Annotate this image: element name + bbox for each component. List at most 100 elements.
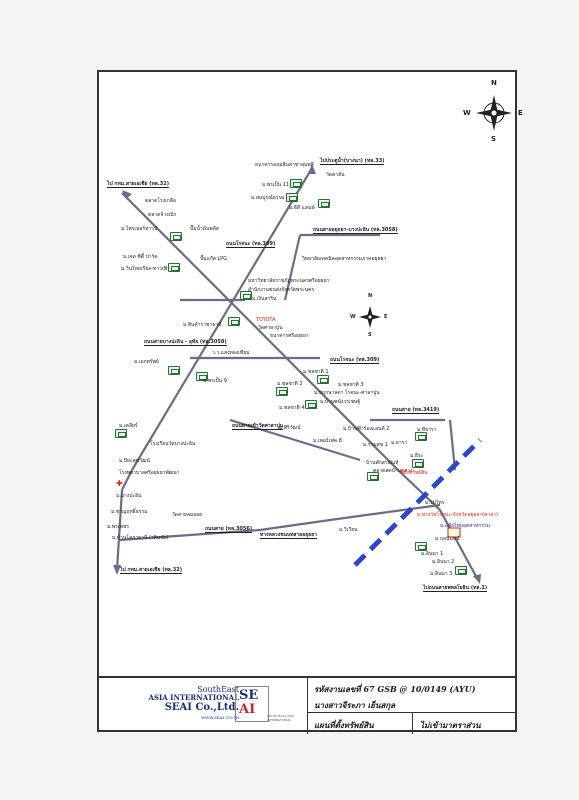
place-label: ม.รวมสุข 1 [363, 442, 388, 448]
place-label: ม.ทีธารา [417, 427, 437, 433]
place-label: ม.ร่มไทร [425, 500, 445, 506]
place-label: ม.บ้านพนังวรเชษฐ์ [320, 399, 361, 405]
place-label: ปั๊มน้ำมันพลัส [190, 226, 219, 232]
place-label: ม.ศิริวัฒน์ [279, 425, 301, 431]
arrow-northwest [122, 190, 132, 199]
place-marker [276, 387, 288, 396]
seai-logo: SE AI [235, 686, 269, 722]
place-label: ม.กุลนันทน์ [435, 536, 460, 542]
place-marker [305, 400, 317, 409]
road-secondary-a [283, 234, 302, 301]
place-marker [115, 429, 127, 438]
place-label: บ้านพักสายัณห์ [366, 460, 399, 466]
road-rojana-309-north [131, 167, 313, 471]
place-label: สำนักงานขนส่งจังหวัดพระนคร [248, 287, 315, 293]
road-west-branch [115, 469, 133, 571]
place-label: ม.พรเป็น 9 [203, 378, 227, 384]
road-village-c [448, 419, 457, 471]
place-label: วัดตาลัน [326, 172, 345, 178]
compass-w: W [463, 109, 471, 117]
compass-s: S [491, 135, 497, 143]
place-label: ม.ชลชาติ 1 [303, 369, 329, 375]
compass-small-w: W [350, 314, 356, 320]
place-marker [412, 459, 424, 468]
road-label-8: ถนนสายเข้าวัดศาลาปูน [232, 423, 284, 430]
place-label: ธนาคารศรีอยุธยา [270, 333, 309, 339]
place-label: ม.ลินนา 1 [421, 551, 444, 557]
place-label: ม.เจด ซิตี้ ปาร์ค [123, 254, 158, 260]
place-label: ปั๊มแก๊ส LPG [200, 256, 228, 262]
place-marker [240, 291, 252, 300]
arrow-southeast [473, 574, 481, 584]
logo-text-top: SE [239, 688, 259, 703]
road-network [115, 167, 479, 581]
logo-text-bottom: AI [239, 702, 256, 717]
place-label: ม.อุทัยไทยอุตสาหกรรม [440, 523, 490, 529]
road-label-12: ไปถนนสายพหลโยธิน (ทล.1) [423, 585, 488, 592]
place-marker [455, 566, 467, 575]
place-label: วิทยาลัยเทคนิคอุตสาหกรรมภาคอยุธยา [302, 256, 387, 262]
road-label-7: ถนนสาย (ทล.3419) [392, 407, 440, 414]
place-label: ม.ชาญฤทธิ์ธรรม [111, 509, 148, 515]
road-label-1: ไปประตูน้ำ(บางนา) (ทล.33) [320, 158, 385, 165]
place-label: ม.ธารา [391, 440, 408, 446]
place-label: ม.ลินนา 3 [430, 571, 453, 577]
place-label: ม.สมบูรณ์ธรรม [251, 195, 285, 201]
road-label-10: ทางหลวงชนบทสายอยุธยา [260, 532, 317, 539]
title-info: รหัสงานเลขที่ 67 GSB @ 10/0149 (AYU) นาง… [308, 678, 517, 734]
arrow-north [308, 164, 316, 174]
place-marker [318, 199, 330, 208]
road-label-11: ไป กทม.สายเอเชีย (ทล.32) [120, 567, 183, 574]
road-asia-highway [121, 192, 399, 471]
place-label: ม.ลินนา 2 [432, 559, 455, 565]
railway-line [353, 438, 482, 567]
compass-small-n: N [368, 293, 373, 299]
road-label-2: ไป กทม.สายเอเชีย (ทล.32) [107, 181, 170, 188]
place-label: ม.ชลชาติ 3 [338, 382, 364, 388]
place-label: ม.ชลชาติ 4 [279, 405, 305, 411]
road-label-9: ถนนสาย (ทล.3056) [205, 526, 253, 533]
place-label: โรงเรียนวัดบางปะอิน [150, 441, 196, 447]
place-label: วัดสายลมจอย [172, 512, 203, 518]
place-label: ม.ไพรเมอร์ทาวน์ [121, 226, 158, 232]
road-label-3: ถนนโรจนะ (ทล.309) [226, 241, 276, 248]
arrow-southwest [113, 565, 121, 575]
place-label: ม.เพอร์เฟค 8 [313, 438, 342, 444]
company-logo-area: SouthEast ASIA INTERNATIONAL SEAI Co.,Lt… [97, 678, 308, 734]
place-label: ม.เงินสาริน [252, 296, 277, 302]
place-label: ม.วินไทยเรียล-ทาวเฟิร์ม [121, 266, 174, 272]
place-label: ตลาดสดบ้านกลาง [373, 468, 413, 474]
compass-e: E [518, 109, 523, 117]
place-marker [170, 232, 182, 241]
place-label: ม.บางปะอิน [116, 493, 142, 499]
place-label: ม.พฤกษาลดา โรจนะ-ศาลาปูน [314, 390, 380, 396]
company-name-mid: ASIA INTERNATIONAL [148, 693, 239, 702]
place-marker [367, 472, 379, 481]
place-marker [228, 317, 240, 326]
place-label: ที่ตั้งทรัพย์สิน [400, 470, 428, 476]
property-marker [447, 527, 461, 538]
road-sala-poon [229, 418, 361, 462]
company-url: WWW.SEAI.CO.TH [201, 715, 239, 720]
title-block: SouthEast ASIA INTERNATIONAL SEAI Co.,Lt… [97, 676, 517, 734]
hospital-icon: ✚ [116, 479, 123, 488]
place-marker [415, 432, 427, 441]
place-label: ตลาดโรงเกลือ [145, 198, 176, 204]
place-label: มหาวิทยาลัยราชภัฏพระนครศรีอยุธยา [248, 278, 330, 284]
place-label: ม.เคลียร์ [119, 423, 138, 429]
place-label: ม.ธีดี แลนด์ [289, 205, 315, 211]
road-east [397, 469, 479, 581]
place-label: ม.บ้านโสภาธานี (วศินชัย) [112, 535, 169, 541]
place-label: ม.ชลชาติ 2 [277, 381, 303, 387]
place-marker [196, 372, 208, 381]
place-marker [286, 193, 298, 202]
place-label: ตลาดจ้างเบิก [148, 212, 177, 218]
place-label: ม.วิเวียน [339, 527, 358, 533]
road-arrows [113, 164, 481, 584]
place-label: ว.ว.แสงทองเซียม [212, 350, 250, 356]
company-name-main: SEAI Co.,Ltd. [164, 702, 239, 713]
place-label: ม.ปิยะสุขวัฒน์ [119, 458, 150, 464]
job-number: รหัสงานเลขที่ 67 GSB @ 10/0149 (AYU) [314, 684, 476, 694]
